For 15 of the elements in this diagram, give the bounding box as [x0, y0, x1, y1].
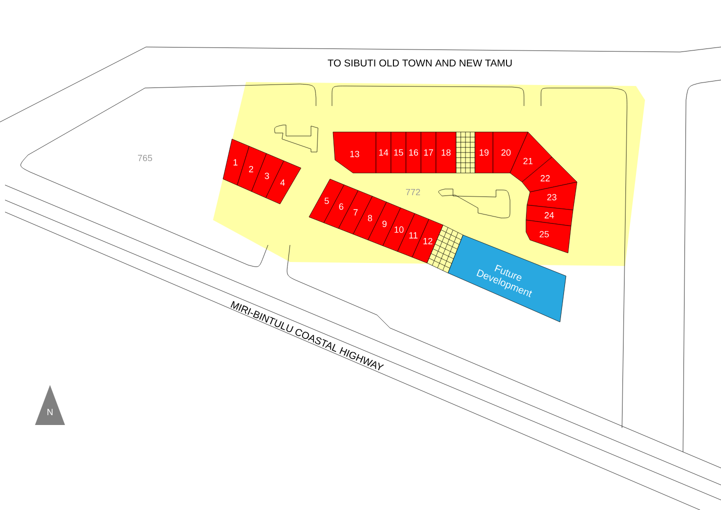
plot-number: 772	[406, 188, 420, 196]
shop-lot: 18	[436, 132, 456, 174]
shop-lot: 23	[526, 182, 578, 210]
shop-lot: 19	[474, 132, 494, 174]
shop-lot: 25	[526, 220, 572, 254]
shop-lot: 16	[406, 132, 422, 174]
parking-island	[438, 188, 510, 218]
shop-lot: 24	[526, 204, 574, 226]
plot-number: 765	[138, 154, 152, 162]
parking-island	[274, 124, 318, 152]
shop-lot: 17	[420, 132, 436, 174]
shop-lot: 15	[390, 132, 406, 174]
road-name: TO SIBUTI OLD TOWN AND NEW TAMU	[328, 59, 512, 67]
shop-lot: 14	[376, 132, 392, 174]
shop-lot: 1	[222, 138, 250, 186]
